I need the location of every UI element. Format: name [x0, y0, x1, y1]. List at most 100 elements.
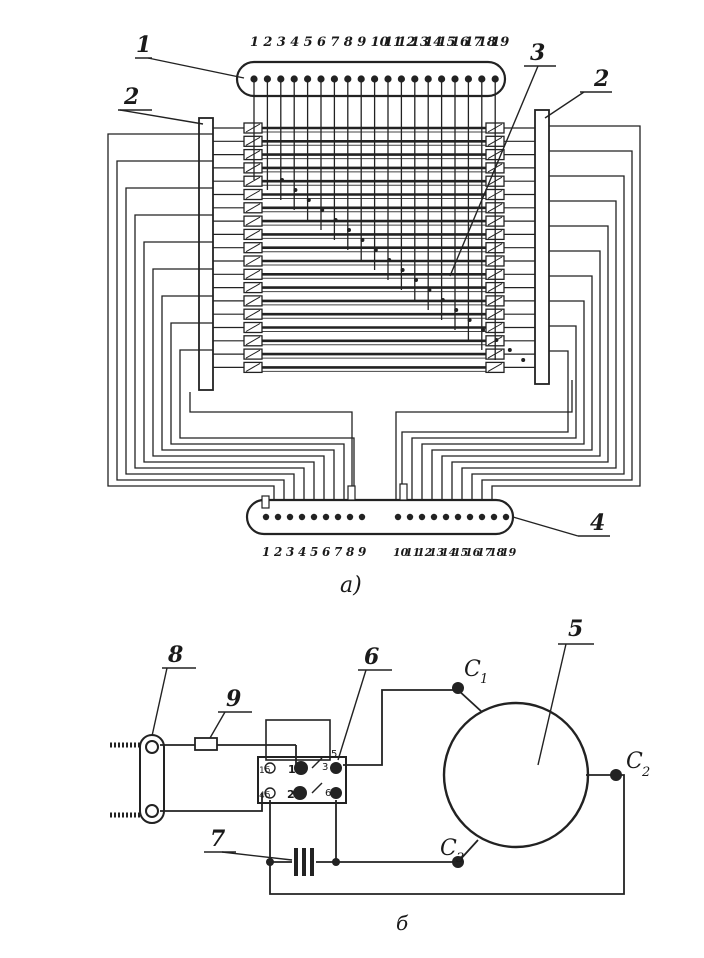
winding-wires [213, 126, 535, 372]
block-hatch [245, 229, 261, 239]
top-pin-number: 4 [290, 35, 299, 50]
top-pin [371, 75, 379, 83]
right-loop-wire [431, 275, 593, 500]
svg-text:2: 2 [641, 765, 650, 780]
top-pin [451, 75, 459, 83]
top-pin [438, 75, 446, 83]
bottom-pin-number: 10 [393, 546, 409, 559]
bottom-pin-number: 19 [501, 546, 517, 559]
svg-text:6: 6 [364, 644, 379, 670]
bottom-pin [418, 513, 426, 521]
right-terminal-bar [534, 109, 550, 385]
bottom-pin [430, 513, 438, 521]
bottom-pin-number: 15 [453, 546, 468, 559]
callout-7: 7 [204, 826, 293, 861]
left-loop-wire [116, 160, 285, 500]
junction-dot [507, 348, 512, 352]
top-pin [263, 75, 271, 83]
vertical-connection-wires [253, 82, 526, 362]
bottom-pin-number: 5 [310, 545, 318, 559]
bottom-pin [310, 513, 318, 521]
block-hatch [245, 190, 261, 199]
top-pin-number: 1 [250, 35, 259, 50]
right-loop-wire [481, 150, 633, 500]
top-pin [478, 75, 486, 83]
bottom-pin [406, 513, 414, 521]
bottom-pin [394, 513, 402, 521]
left-loop-wire [152, 268, 325, 500]
bottom-pin [490, 513, 498, 521]
block-hatch [487, 362, 503, 372]
bottom-pin [442, 513, 450, 521]
figure-b-circuit-diagram: 8 9 1 2 3 6 5 1б [110, 616, 650, 935]
block-hatch [245, 269, 261, 279]
right-loop-wire [421, 300, 585, 500]
callout-8: 8 [151, 642, 196, 737]
callout-6: 6 [337, 644, 392, 761]
svg-text:2: 2 [287, 788, 295, 801]
capacitor-7 [266, 848, 340, 876]
right-loop-wire [461, 200, 617, 500]
svg-text:C: C [626, 749, 643, 774]
top-pin-number: 14 [424, 35, 442, 50]
bottom-pin-number: 17 [477, 546, 493, 559]
block-hatch [245, 336, 261, 346]
relay-pin-1 [294, 761, 308, 775]
top-pin-number: 13 [411, 35, 429, 50]
left-terminal-bar [198, 117, 214, 391]
bottom-pin [298, 513, 306, 521]
svg-text:2: 2 [593, 66, 609, 92]
top-terminal-pins [250, 75, 499, 83]
right-loop-wire [411, 325, 577, 500]
top-pin [357, 75, 365, 83]
bottom-pin-number: 8 [346, 545, 355, 559]
top-pin-number: 15 [438, 35, 456, 50]
svg-text:7: 7 [210, 826, 226, 852]
block-hatch [245, 123, 261, 133]
bottom-pin [454, 513, 462, 521]
right-loop-wire [401, 350, 569, 500]
top-pin-number: 16 [451, 35, 469, 50]
block-hatch [245, 256, 261, 266]
fuse-mark [261, 495, 270, 509]
bottom-pin [478, 513, 486, 521]
bottom-pin [334, 513, 342, 521]
top-pin [464, 75, 472, 83]
terminal-c1 [452, 682, 464, 694]
top-pin [384, 75, 392, 83]
top-pin [344, 75, 352, 83]
left-loop-wire [125, 187, 295, 500]
right-loop-wire [491, 125, 641, 500]
top-pin-number: 7 [330, 35, 339, 50]
callout-3: 3 [449, 40, 556, 277]
top-pin-number: 5 [304, 35, 313, 50]
block-hatch [245, 243, 261, 253]
bottom-pin [286, 513, 294, 521]
svg-text:4: 4 [590, 510, 605, 536]
bottom-pin-number: 18 [489, 546, 505, 559]
bottom-pin [346, 513, 354, 521]
block-hatch [245, 296, 261, 306]
left-loop-wire [107, 133, 275, 500]
top-pin-number: 11 [384, 35, 402, 50]
svg-text:3: 3 [322, 762, 328, 773]
bottom-pin-number: 13 [429, 546, 445, 559]
block-hatch [245, 323, 261, 332]
left-loop-wire [161, 295, 335, 500]
callout-4: 4 [512, 510, 610, 537]
top-pin-number: 12 [397, 35, 415, 50]
bottom-pin-number: 6 [322, 545, 331, 559]
left-loop-wire [134, 214, 305, 500]
bottom-pin-number: 14 [441, 546, 456, 559]
right-loop-wire [471, 175, 625, 500]
top-pin [304, 75, 312, 83]
callout-2-right: 2 [544, 66, 612, 119]
bottom-pin [262, 513, 270, 521]
bottom-pin-number: 11 [405, 546, 420, 559]
fuse-mark [347, 485, 356, 501]
relay-pin-4b [264, 787, 276, 799]
